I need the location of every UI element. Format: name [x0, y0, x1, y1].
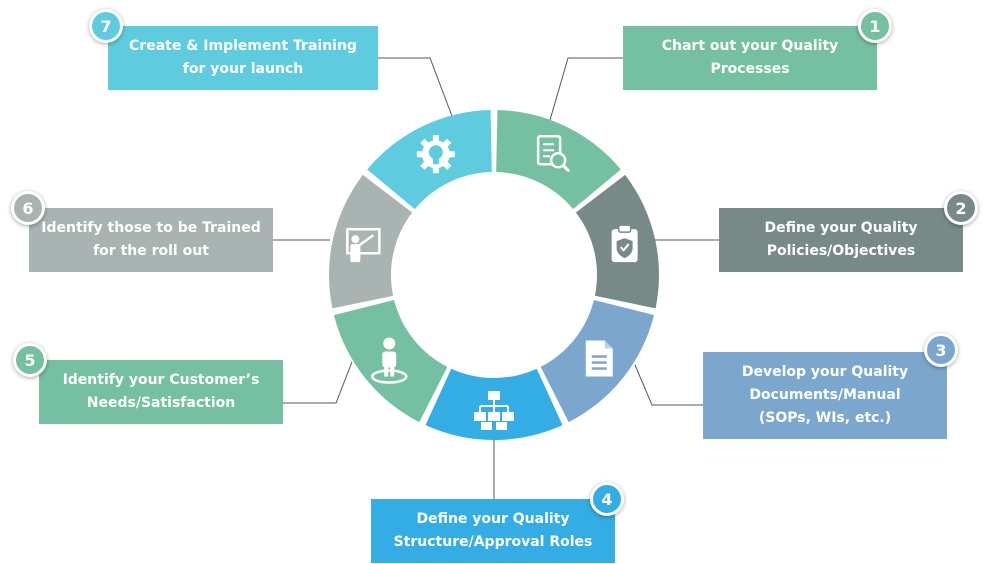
connector-lines [273, 57, 719, 499]
step-5-number-badge: 5 [13, 343, 47, 377]
step-6-label: Identify those to be Trained for the rol… [41, 217, 260, 263]
person-target-icon [370, 337, 408, 384]
lightbulb-gear-icon [416, 135, 455, 174]
step-6-line-1: Identify those to be Trained [41, 220, 261, 236]
step-6-number-badge: 6 [11, 191, 45, 225]
org-chart-icon [474, 391, 514, 430]
step-5-box: Identify your Customer’s Needs/Satisfact… [39, 360, 283, 424]
clipboard-shield-icon [611, 224, 638, 263]
step-4-label: Define your Quality Structure/Approval R… [394, 508, 593, 554]
step-4-number: 4 [601, 489, 613, 509]
step-1-number-badge: 1 [858, 9, 892, 43]
step-3-line-2: Documents/Manual [749, 387, 901, 403]
connector-line-3 [634, 364, 703, 406]
step-2-number: 2 [955, 198, 967, 218]
step-3-line-1: Develop your Quality [741, 364, 909, 380]
segment-icons [346, 135, 638, 430]
step-4-line-1: Define your Quality [416, 511, 570, 527]
step-4-box: Define your Quality Structure/Approval R… [371, 499, 615, 563]
ring-segment-6 [329, 174, 413, 309]
step-2-box: Define your Quality Policies/Objectives [719, 208, 963, 272]
step-7-number-badge: 7 [89, 9, 123, 43]
step-2-line-2: Policies/Objectives [766, 243, 916, 259]
step-7-line-2: for your launch [182, 61, 304, 77]
step-2-label: Define your Quality Policies/Objectives [764, 217, 917, 263]
step-5-number: 5 [24, 350, 36, 370]
step-2-line-1: Define your Quality [764, 220, 918, 236]
step-6-number: 6 [22, 198, 34, 218]
step-6-box: Identify those to be Trained for the rol… [29, 208, 273, 272]
connector-line-5 [283, 361, 353, 404]
step-7-number: 7 [100, 16, 112, 36]
presenter-board-icon [346, 227, 381, 263]
step-1-number: 1 [869, 16, 881, 36]
connector-line-7 [378, 57, 456, 125]
step-3-number: 3 [935, 340, 947, 360]
step-4-number-badge: 4 [590, 482, 624, 516]
step-7-line-1: Create & Implement Training [129, 38, 357, 54]
step-7-box: Create & Implement Training for your lau… [108, 26, 378, 90]
step-7-label: Create & Implement Training for your lau… [129, 35, 357, 81]
step-3-label: Develop your Quality Documents/Manual (S… [742, 361, 908, 430]
step-6-line-2: for the roll out [93, 243, 209, 259]
document-icon [585, 340, 613, 377]
step-3-number-badge: 3 [924, 333, 958, 367]
step-1-line-1: Chart out your Quality [661, 38, 839, 54]
connector-line-1 [547, 57, 623, 128]
step-1-label: Chart out your Quality Processes [662, 35, 839, 81]
step-2-number-badge: 2 [944, 191, 978, 225]
step-5-line-1: Identify your Customer’s [62, 372, 260, 388]
step-4-line-2: Structure/Approval Roles [393, 534, 593, 550]
step-1-line-2: Processes [710, 61, 790, 77]
step-1-box: Chart out your Quality Processes [623, 26, 877, 90]
step-5-line-2: Needs/Satisfaction [86, 395, 236, 411]
step-3-box: Develop your Quality Documents/Manual (S… [703, 352, 947, 439]
ring-segments [329, 110, 659, 441]
document-search-icon [536, 135, 571, 173]
step-5-label: Identify your Customer’s Needs/Satisfact… [63, 369, 260, 415]
step-3-line-3: (SOPs, WIs, etc.) [758, 410, 892, 426]
